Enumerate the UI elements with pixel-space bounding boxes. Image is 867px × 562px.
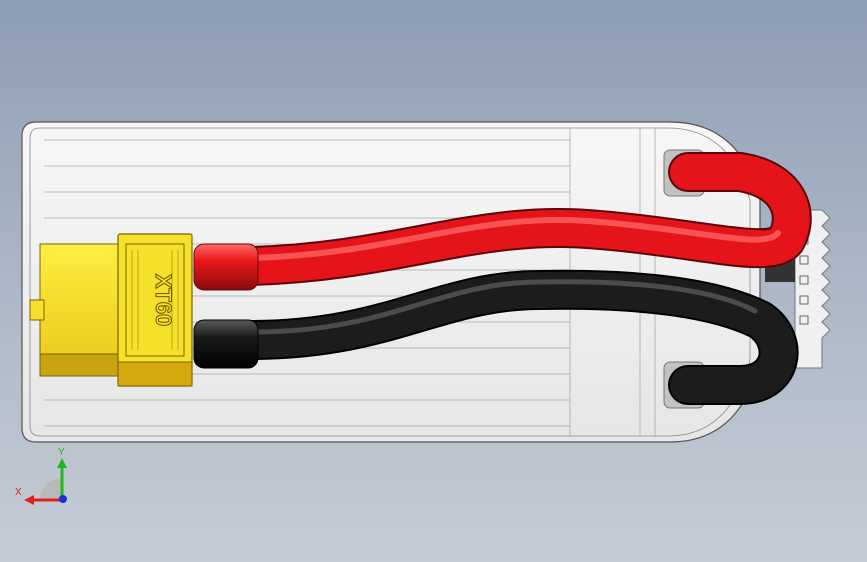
coordinate-triad: Y X <box>15 447 67 505</box>
negative-wire-black[interactable] <box>193 269 799 405</box>
xt60-label: XT60 <box>151 274 176 327</box>
triad-x-label: X <box>15 487 22 498</box>
positive-wire-red[interactable] <box>193 152 812 291</box>
balance-plug[interactable] <box>765 209 831 369</box>
triad-y-label: Y <box>58 447 65 458</box>
xt60-connector[interactable]: XT60 <box>29 233 193 387</box>
